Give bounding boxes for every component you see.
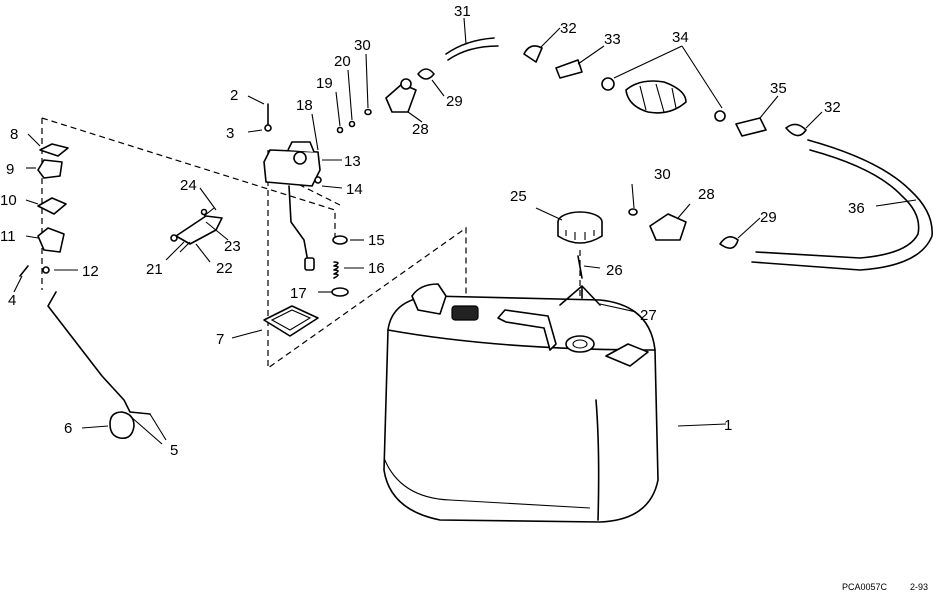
- callout-35: 35: [770, 80, 787, 97]
- callout-29-upper: 29: [446, 93, 463, 110]
- callout-27: 27: [640, 307, 657, 324]
- callout-36: 36: [848, 200, 865, 217]
- callout-18: 18: [296, 97, 313, 114]
- callout-10: 10: [0, 192, 17, 209]
- fuel-hose: [751, 139, 933, 271]
- callout-23: 23: [224, 238, 241, 255]
- callout-24: 24: [180, 177, 197, 194]
- callout-26: 26: [606, 262, 623, 279]
- callout-29-lower: 29: [760, 209, 777, 226]
- callout-8: 8: [10, 126, 18, 143]
- callout-9: 9: [6, 161, 14, 178]
- callout-1: 1: [724, 417, 732, 434]
- callout-28-lower: 28: [698, 186, 715, 203]
- leader-lines: [13, 17, 917, 445]
- callout-33: 33: [604, 31, 621, 48]
- callout-21: 21: [146, 261, 163, 278]
- right-fittings: [628, 208, 739, 249]
- callout-2: 2: [230, 87, 238, 104]
- callout-28-upper: 28: [412, 121, 429, 138]
- callout-32-right: 32: [824, 99, 841, 116]
- callout-14: 14: [346, 181, 363, 198]
- bracket-clip: [170, 208, 223, 245]
- gauge-sender-assembly: [263, 103, 372, 337]
- left-clip-stack: [19, 143, 69, 277]
- callout-13: 13: [344, 153, 361, 170]
- callout-12: 12: [82, 263, 99, 280]
- callout-30-lower: 30: [654, 166, 671, 183]
- drawing-code: PCA0057C: [842, 582, 888, 592]
- callout-16: 16: [368, 260, 385, 277]
- callout-25: 25: [510, 188, 527, 205]
- callout-7: 7: [216, 331, 224, 348]
- callout-31: 31: [454, 3, 471, 20]
- fuel-tank: [383, 283, 659, 523]
- callout-4: 4: [8, 292, 16, 309]
- callout-6: 6: [64, 420, 72, 437]
- callout-20: 20: [334, 53, 351, 70]
- cap-tether: [559, 255, 601, 306]
- callout-19: 19: [316, 75, 333, 92]
- callout-34: 34: [672, 29, 689, 46]
- callout-5: 5: [170, 442, 178, 459]
- callout-17: 17: [290, 285, 307, 302]
- float-arm: [47, 291, 151, 440]
- callouts: 1 2 3 4 5 6 7 8 9 10 11 12 13 14 15 16 1…: [0, 3, 865, 459]
- upper-hose-parts: [385, 37, 807, 137]
- callout-22: 22: [216, 260, 233, 277]
- revision-date: 2-93: [910, 582, 928, 592]
- callout-30-upper: 30: [354, 37, 371, 54]
- callout-11: 11: [0, 228, 16, 245]
- filler-cap: [557, 211, 603, 244]
- callout-15: 15: [368, 232, 385, 249]
- drawing-footer: PCA0057C 2-93: [842, 582, 928, 592]
- callout-32-upper: 32: [560, 20, 577, 37]
- callout-3: 3: [226, 125, 234, 142]
